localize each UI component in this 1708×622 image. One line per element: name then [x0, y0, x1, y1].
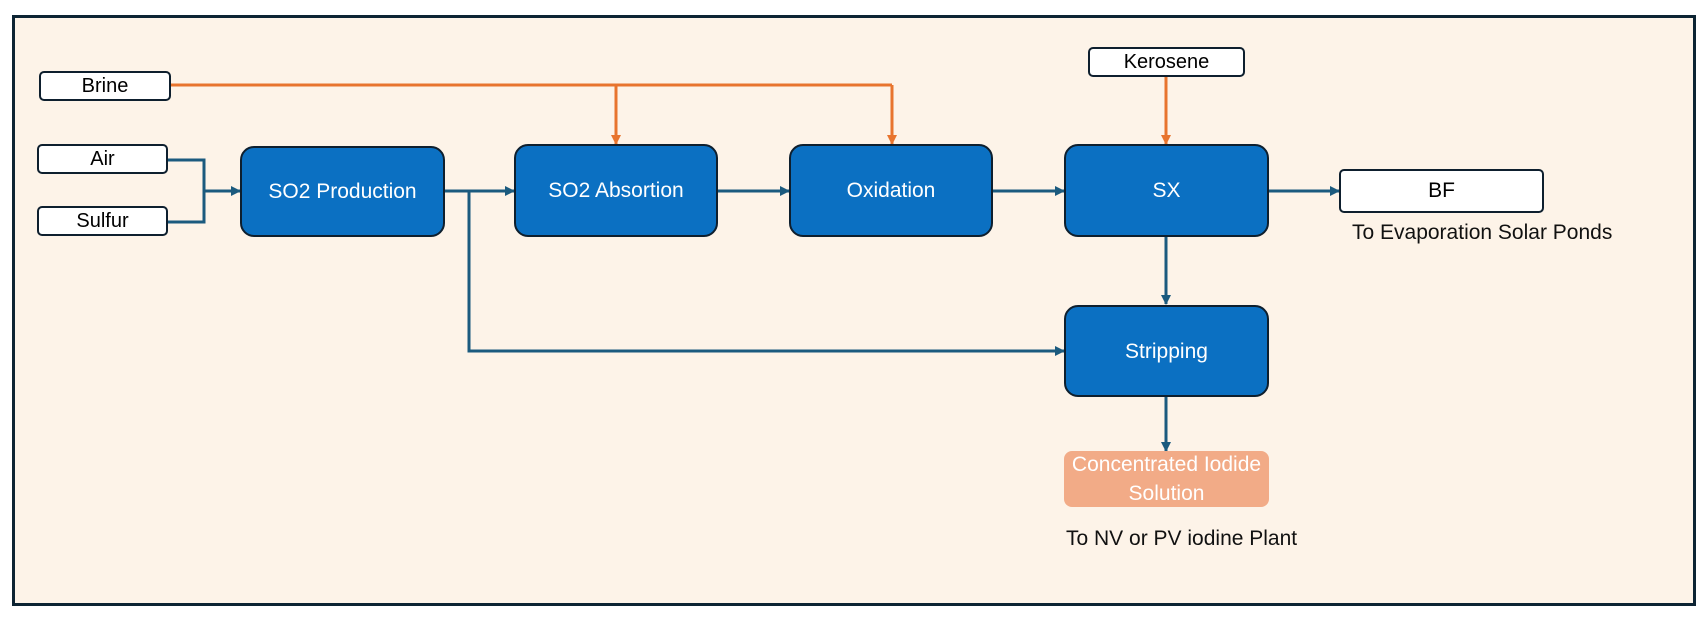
- so2-production-label: SO2 Production: [268, 180, 417, 203]
- so2-absorption-label: SO2 Absortion: [548, 179, 684, 202]
- concentrated-iodide-solution-box: Concentrated Iodide Solution: [1064, 451, 1269, 507]
- so2-absorption-box: SO2 Absortion: [514, 144, 718, 237]
- kerosene-input-box: Kerosene: [1088, 47, 1245, 77]
- stripping-label: Stripping: [1125, 339, 1208, 363]
- bf-output-box: BF: [1339, 169, 1544, 213]
- diagram-canvas: [12, 15, 1696, 606]
- sx-box: SX: [1064, 144, 1269, 237]
- oxidation-label: Oxidation: [846, 179, 936, 202]
- bf-destination-note: To Evaporation Solar Ponds: [1352, 221, 1613, 244]
- oxidation-box: Oxidation: [789, 144, 993, 237]
- iodine-plant-destination-note: To NV or PV iodine Plant: [1066, 527, 1298, 550]
- sx-label: SX: [1152, 179, 1181, 202]
- air-input-box: Air: [37, 144, 168, 174]
- sulfur-input-box: Sulfur: [37, 206, 168, 236]
- stripping-box: Stripping: [1064, 305, 1269, 397]
- brine-input-box: Brine: [39, 71, 171, 101]
- so2-production-box: SO2 Production: [240, 146, 445, 237]
- concentrated-iodide-solution-label: Concentrated Iodide Solution: [1071, 453, 1262, 505]
